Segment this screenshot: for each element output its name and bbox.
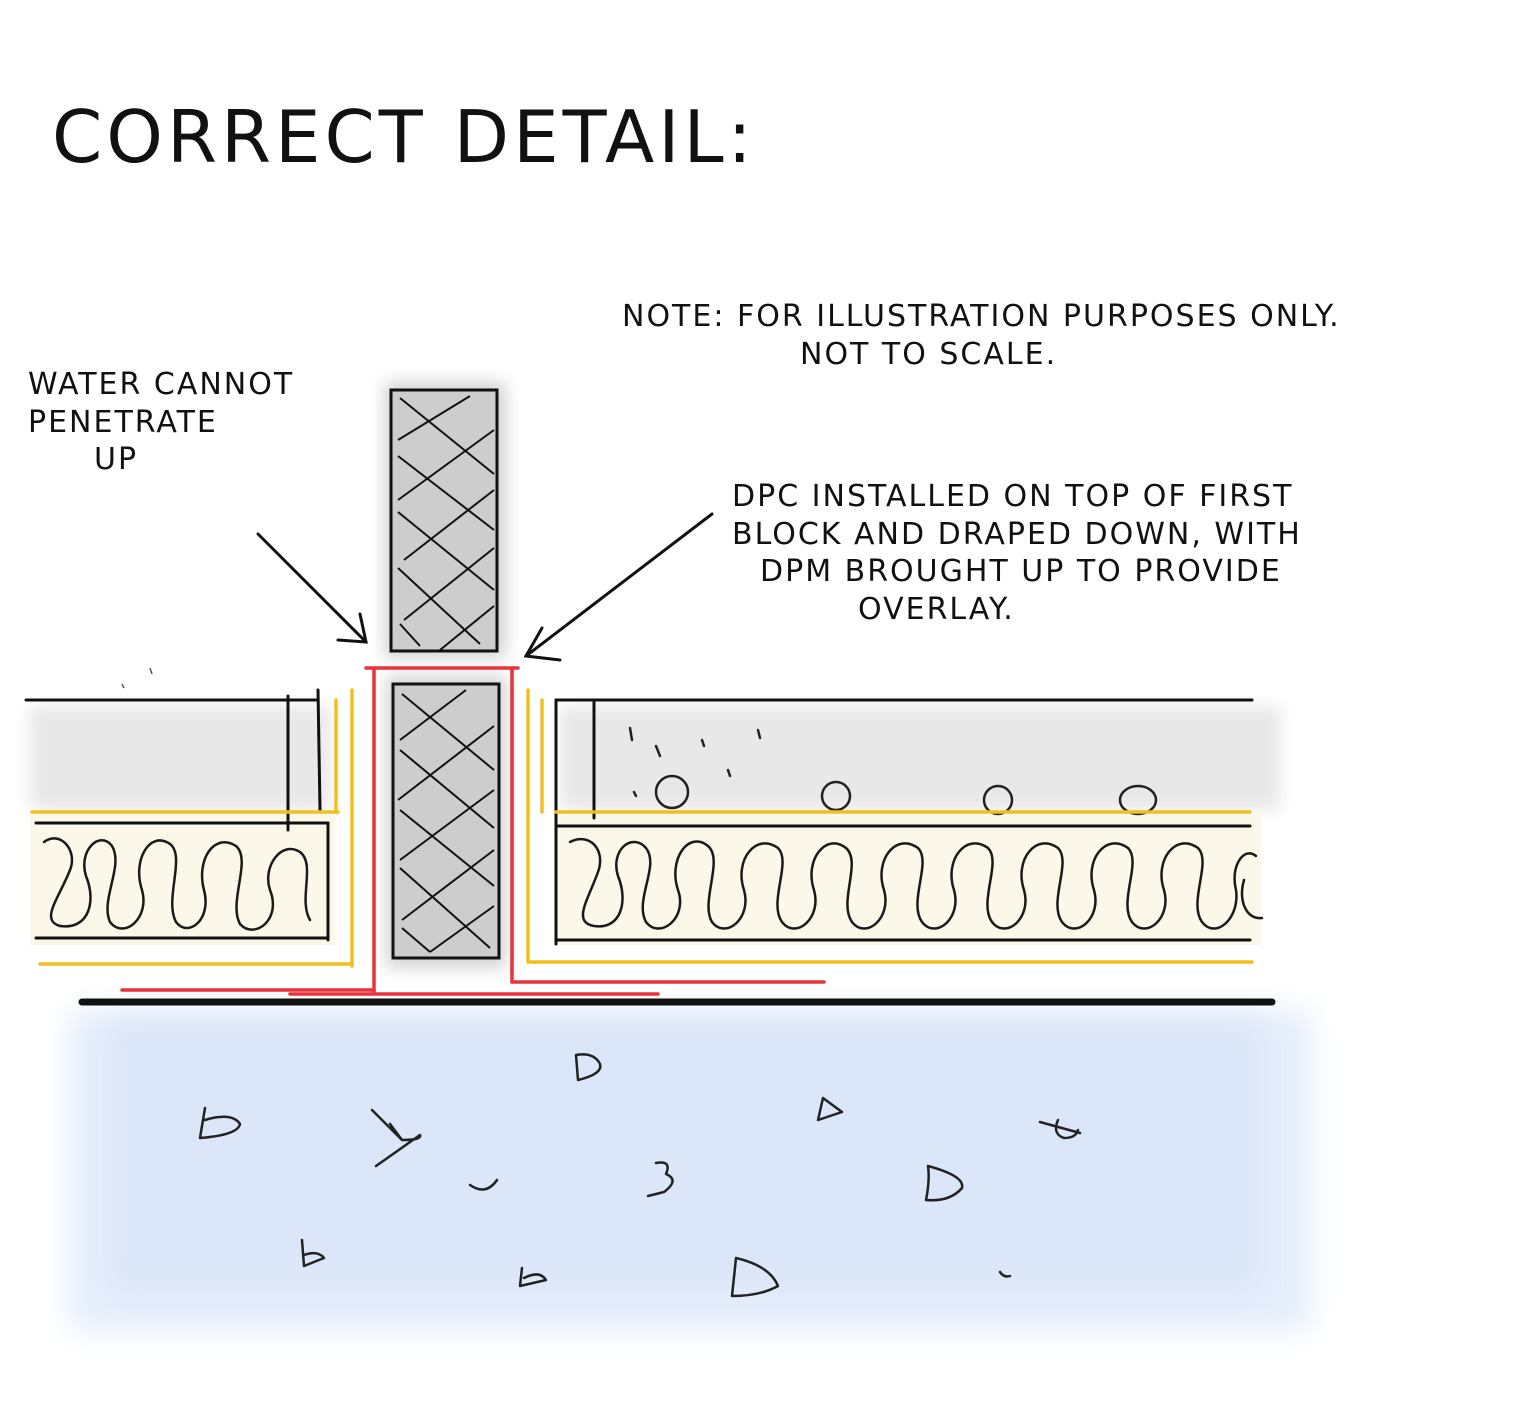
page-title: CORRECT DETAIL: <box>52 95 756 179</box>
stray-marks <box>121 667 153 689</box>
screed-aggregate <box>628 726 1158 816</box>
water-line-2: PENETRATE <box>28 404 218 440</box>
water-line-3: UP <box>94 442 139 477</box>
note-line-1: NOTE: FOR ILLUSTRATION PURPOSES ONLY. <box>622 299 1341 334</box>
water-line-1: WATER CANNOT <box>28 367 295 402</box>
dpc-red-membrane <box>120 666 826 996</box>
ground-hardcore <box>70 1010 1310 1330</box>
dpm-yellow-membrane <box>30 688 1254 968</box>
dpc-line-1: DPC INSTALLED ON TOP OF FIRST <box>732 479 1294 514</box>
dpc-line-2: BLOCK AND DRAPED DOWN, WITH <box>732 516 1302 552</box>
dpc-line-3: DPM BROUGHT UP TO PROVIDE <box>760 554 1282 589</box>
aggregate-symbols <box>198 1053 1082 1298</box>
dpc-line-4: OVERLAY. <box>858 591 1015 627</box>
note-line-2: NOT TO SCALE. <box>800 336 1058 372</box>
insulation-fill <box>30 815 1261 945</box>
lower-block <box>386 676 506 968</box>
water-annotation: WATER CANNOT PENETRATE UP <box>28 366 388 479</box>
insulation-squiggles-right <box>568 837 1264 930</box>
upper-block <box>384 382 506 658</box>
arrow-water <box>256 532 368 644</box>
dpc-annotation: DPC INSTALLED ON TOP OF FIRST BLOCK AND … <box>732 478 1412 628</box>
right-floor-lines <box>554 698 1254 946</box>
arrow-dpc <box>523 512 714 662</box>
insulation-squiggles <box>42 837 312 931</box>
floor-screed <box>30 706 1280 810</box>
left-floor-lines <box>24 688 330 942</box>
note-text: NOTE: FOR ILLUSTRATION PURPOSES ONLY. NO… <box>622 298 1341 373</box>
